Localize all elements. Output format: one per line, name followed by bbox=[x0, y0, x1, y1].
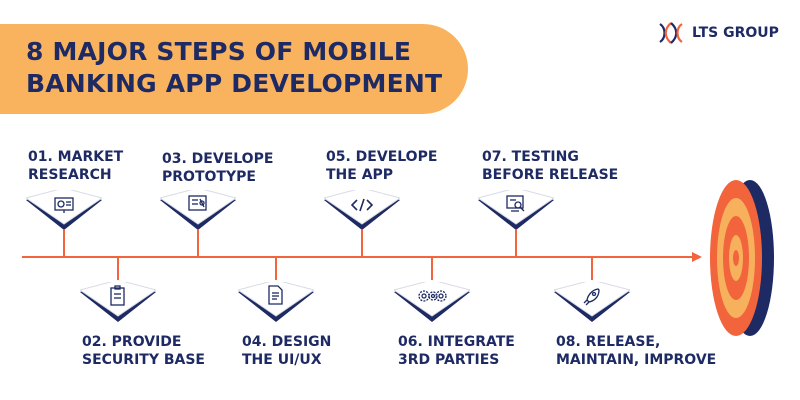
step-8-marker bbox=[554, 282, 630, 328]
clipboard-icon bbox=[110, 285, 125, 306]
step-2-marker bbox=[80, 282, 156, 328]
step-7-label: 07. TESTING BEFORE RELEASE bbox=[482, 149, 619, 183]
step-6-marker bbox=[394, 282, 470, 328]
step-1-label: 01. MARKET RESEARCH bbox=[28, 149, 124, 183]
step-5-label: 05. DEVELOPE THE APP bbox=[326, 149, 438, 183]
code-icon bbox=[350, 198, 374, 212]
step-2-label: 02. PROVIDE SECURITY BASE bbox=[82, 334, 205, 368]
step-4-marker bbox=[238, 282, 314, 328]
title-banner bbox=[0, 24, 468, 114]
document-icon bbox=[268, 285, 283, 305]
title-line-1: 8 MAJOR STEPS OF MOBILE bbox=[26, 37, 412, 66]
step-6-label: 06. INTEGRATE 3RD PARTIES bbox=[398, 334, 515, 368]
logo-text: LTS GROUP bbox=[692, 25, 779, 41]
testing-icon bbox=[506, 195, 525, 212]
target-icon bbox=[710, 180, 774, 336]
step-1-marker bbox=[26, 190, 102, 236]
timeline-arrowhead bbox=[692, 252, 702, 262]
step-8-label: 08. RELEASE, MAINTAIN, IMPROVE bbox=[556, 334, 717, 368]
page-title: 8 MAJOR STEPS OF MOBILE BANKING APP DEVE… bbox=[26, 36, 442, 100]
step-5-marker bbox=[324, 190, 400, 236]
blueprint-icon bbox=[188, 195, 207, 211]
presentation-icon bbox=[54, 197, 74, 213]
step-7-marker bbox=[478, 190, 554, 236]
step-4-label: 04. DESIGN THE UI/UX bbox=[242, 334, 332, 368]
title-line-2: BANKING APP DEVELOPMENT bbox=[26, 69, 443, 98]
company-logo: LTS GROUP bbox=[656, 20, 779, 46]
rocket-icon bbox=[583, 288, 600, 306]
gears-icon bbox=[418, 290, 447, 302]
step-3-label: 03. DEVELOPE PROTOTYPE bbox=[162, 151, 274, 185]
step-3-marker bbox=[160, 190, 236, 236]
lts-logo-icon bbox=[659, 22, 683, 44]
